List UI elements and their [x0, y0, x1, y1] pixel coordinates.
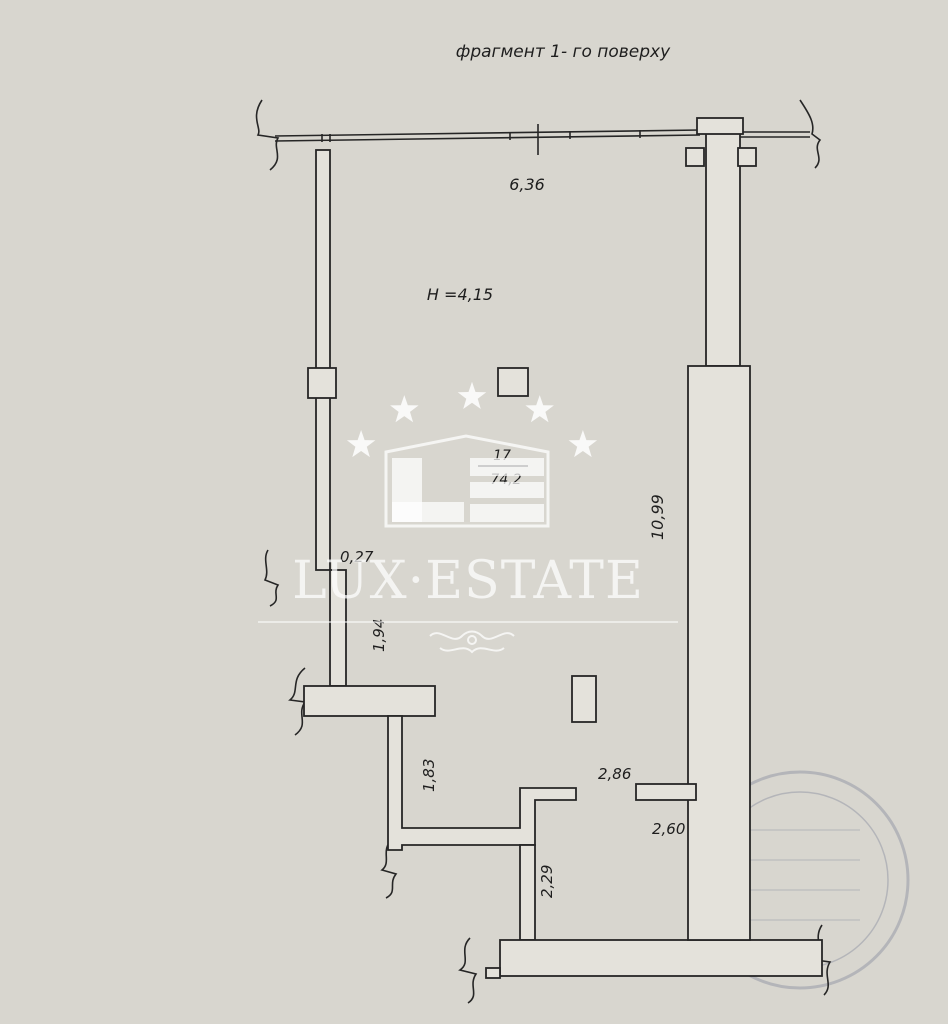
top-facade-wall	[274, 124, 810, 155]
interior-column	[497, 367, 529, 397]
ledge-wall	[303, 685, 436, 717]
dim-2-29: 2,29	[538, 865, 556, 898]
watermark-star	[568, 430, 598, 458]
interior-block	[571, 675, 597, 723]
column-block-left	[685, 147, 705, 167]
ceiling-height: H =4,15	[427, 285, 493, 304]
corridor-lower-wall	[519, 844, 536, 941]
walls	[303, 117, 823, 979]
watermark-star	[390, 395, 419, 423]
right-wall-stub	[635, 783, 697, 801]
dim-2-86: 2,86	[598, 765, 631, 783]
dim-right-length: 10,99	[648, 494, 667, 540]
right-wall	[687, 365, 751, 941]
dim-2-60: 2,60	[652, 820, 685, 838]
right-column-cap	[696, 117, 744, 135]
plan-title: фрагмент 1- го поверху	[456, 42, 671, 62]
dim-1-94: 1,94	[370, 619, 388, 652]
left-column	[307, 367, 337, 399]
door-stub	[485, 967, 501, 979]
watermark-ornament	[429, 630, 515, 654]
dim-top-width: 6,36	[509, 175, 545, 194]
left-wall	[315, 149, 331, 571]
watermark-logo	[384, 434, 550, 528]
dim-0-27: 0,27	[340, 548, 374, 566]
watermark-star	[457, 381, 487, 409]
right-column	[705, 123, 741, 367]
watermark-star	[346, 430, 376, 458]
watermark: LUX·ESTATE	[258, 381, 678, 654]
break-lines	[255, 99, 832, 1004]
watermark-brand: LUX·ESTATE	[292, 551, 644, 611]
corridor-wall	[387, 715, 577, 851]
watermark-stars	[346, 381, 598, 458]
watermark-star	[525, 395, 554, 423]
dim-1-83: 1,83	[420, 759, 438, 792]
bottom-wall	[499, 939, 823, 977]
column-block-right	[737, 147, 757, 167]
